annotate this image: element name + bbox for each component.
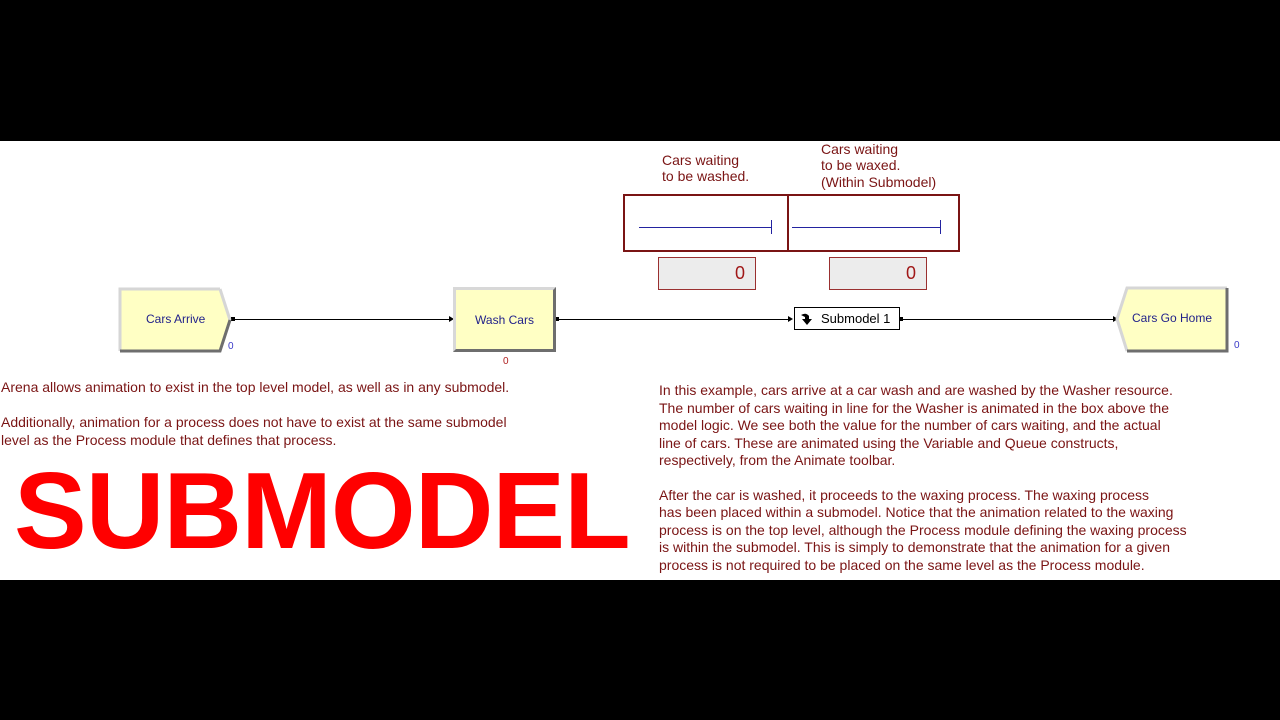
waxed-variable-display[interactable]: 0 (829, 257, 927, 290)
wash-queue-line[interactable] (639, 227, 771, 228)
washed-variable-display[interactable]: 0 (658, 257, 756, 290)
right-note-p2-line-2: has been placed within a submodel. Notic… (659, 504, 1174, 520)
connector-wash-to-submodel[interactable] (557, 319, 790, 320)
right-note-p2-line-3: process is on the top level, although th… (659, 522, 1187, 538)
create-module-counter: 0 (228, 341, 234, 352)
dispose-module-counter: 0 (1234, 340, 1240, 351)
submodel-1[interactable]: Submodel 1 (794, 307, 900, 330)
process-module-counter: 0 (503, 356, 509, 367)
exit-point-cars-arrive (231, 317, 235, 321)
waxed-caption-line-1: Cars waiting (821, 141, 899, 157)
wash-queue-end (771, 220, 772, 234)
wax-queue-end (940, 220, 941, 234)
waxed-caption-line-2: to be waxed. (821, 157, 901, 173)
right-note-p2-line-4: is within the submodel. This is simply t… (659, 539, 1170, 555)
entry-arrow-submodel (788, 316, 793, 322)
entry-arrow-wash-cars (449, 316, 454, 322)
create-module-label: Cars Arrive (146, 312, 206, 326)
create-module-cars-arrive[interactable] (118, 287, 234, 353)
right-note-p2-line-1: After the car is washed, it proceeds to … (659, 487, 1149, 503)
exit-point-submodel (899, 317, 903, 321)
submodel-label: Submodel 1 (821, 311, 891, 326)
left-note-line-1: Arena allows animation to exist in the t… (1, 379, 510, 395)
exit-point-wash-cars (555, 317, 559, 321)
queue-divider (787, 196, 789, 250)
right-note-p1-line-1: In this example, cars arrive at a car wa… (659, 382, 1173, 398)
connector-arrive-to-wash[interactable] (233, 319, 451, 320)
dispose-module-cars-go-home[interactable] (1115, 286, 1231, 354)
process-module-wash-cars[interactable]: Wash Cars (453, 287, 556, 352)
left-note-line-2: Additionally, animation for a process do… (1, 414, 507, 430)
process-module-label: Wash Cars (475, 312, 534, 327)
queue-animation-box[interactable] (623, 194, 960, 252)
right-note-p2-line-5: process is not required to be placed on … (659, 557, 1145, 573)
wax-queue-line[interactable] (792, 227, 940, 228)
waxed-caption-line-3: (Within Submodel) (821, 174, 937, 190)
dispose-module-label: Cars Go Home (1132, 311, 1213, 325)
right-note-p1-line-2: The number of cars waiting in line for t… (659, 400, 1169, 416)
washed-caption-line-2: to be washed. (662, 168, 750, 184)
submodel-title: SUBMODEL (14, 450, 631, 572)
right-note-p1-line-5: respectively, from the Animate toolbar. (659, 452, 896, 468)
right-note-p1-line-3: model logic. We see both the value for t… (659, 417, 1161, 433)
right-note-p1-line-4: line of cars. These are animated using t… (659, 435, 1119, 451)
model-canvas[interactable]: Cars Arrive 0 Wash Cars 0 Submodel 1 Car… (0, 141, 1280, 580)
submodel-down-arrow-icon (801, 313, 812, 325)
connector-submodel-to-go-home[interactable] (900, 319, 1115, 320)
left-note-line-3: level as the Process module that defines… (1, 432, 337, 448)
washed-caption-line-1: Cars waiting (662, 152, 740, 168)
